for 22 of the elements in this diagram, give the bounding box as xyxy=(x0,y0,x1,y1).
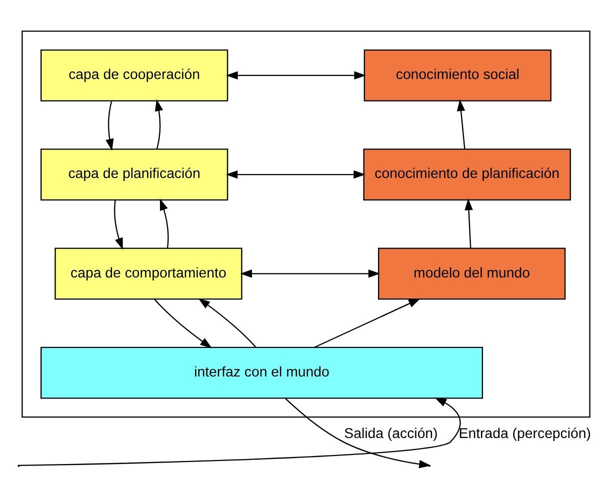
arrow xyxy=(160,198,169,248)
arrow xyxy=(106,100,114,151)
cluster xyxy=(22,30,590,418)
arrow xyxy=(198,298,256,348)
node-box: capa de planificación xyxy=(40,148,228,200)
arrow xyxy=(226,71,366,80)
arrow xyxy=(314,298,420,348)
arrow xyxy=(226,170,366,179)
node-box: conocimiento de planificación xyxy=(363,148,571,200)
node-box: interfaz con el mundo xyxy=(40,346,483,399)
arrow xyxy=(154,99,164,150)
edge-label: Salida (acción) xyxy=(344,426,438,442)
node-box: modelo del mundo xyxy=(378,248,566,300)
arrow xyxy=(456,99,466,149)
arrow xyxy=(154,298,212,348)
edge-label: Entrada (percepción) xyxy=(458,426,592,442)
arrow xyxy=(240,270,380,278)
node-box: conocimiento social xyxy=(364,49,552,102)
arrow xyxy=(464,198,473,248)
node-box: capa de cooperación xyxy=(40,49,228,102)
node-box: capa de comportamiento xyxy=(54,248,242,300)
arrow xyxy=(114,200,123,250)
